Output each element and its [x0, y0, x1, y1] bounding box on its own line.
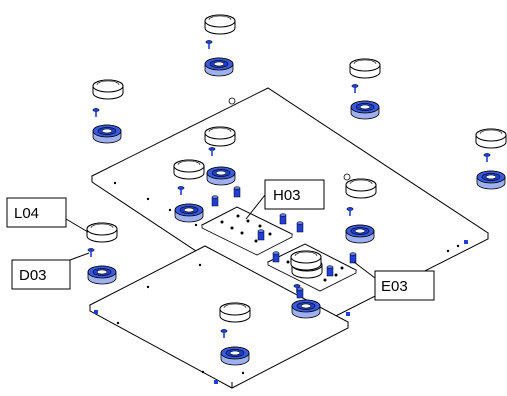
- callout-label-e03: E03: [381, 278, 408, 295]
- foot-assembly-8: [86, 222, 118, 285]
- callout-label-d03: D03: [19, 267, 47, 284]
- bracket-plate-h03: [200, 206, 294, 256]
- callout-l04: L04: [6, 197, 89, 233]
- bracket-foot: [290, 250, 322, 271]
- foot-assembly-1: [204, 14, 236, 77]
- callout-h03: H03: [245, 179, 325, 220]
- foot-assembly-2: [349, 58, 381, 120]
- callout-label-h03: H03: [273, 187, 301, 204]
- callout-label-l04: L04: [14, 205, 39, 222]
- callout-e03: E03: [353, 261, 435, 301]
- foot-assembly-5: [475, 128, 507, 190]
- lower-plate: [88, 245, 350, 389]
- foot-assembly-3: [92, 79, 124, 144]
- callout-d03: D03: [11, 252, 90, 290]
